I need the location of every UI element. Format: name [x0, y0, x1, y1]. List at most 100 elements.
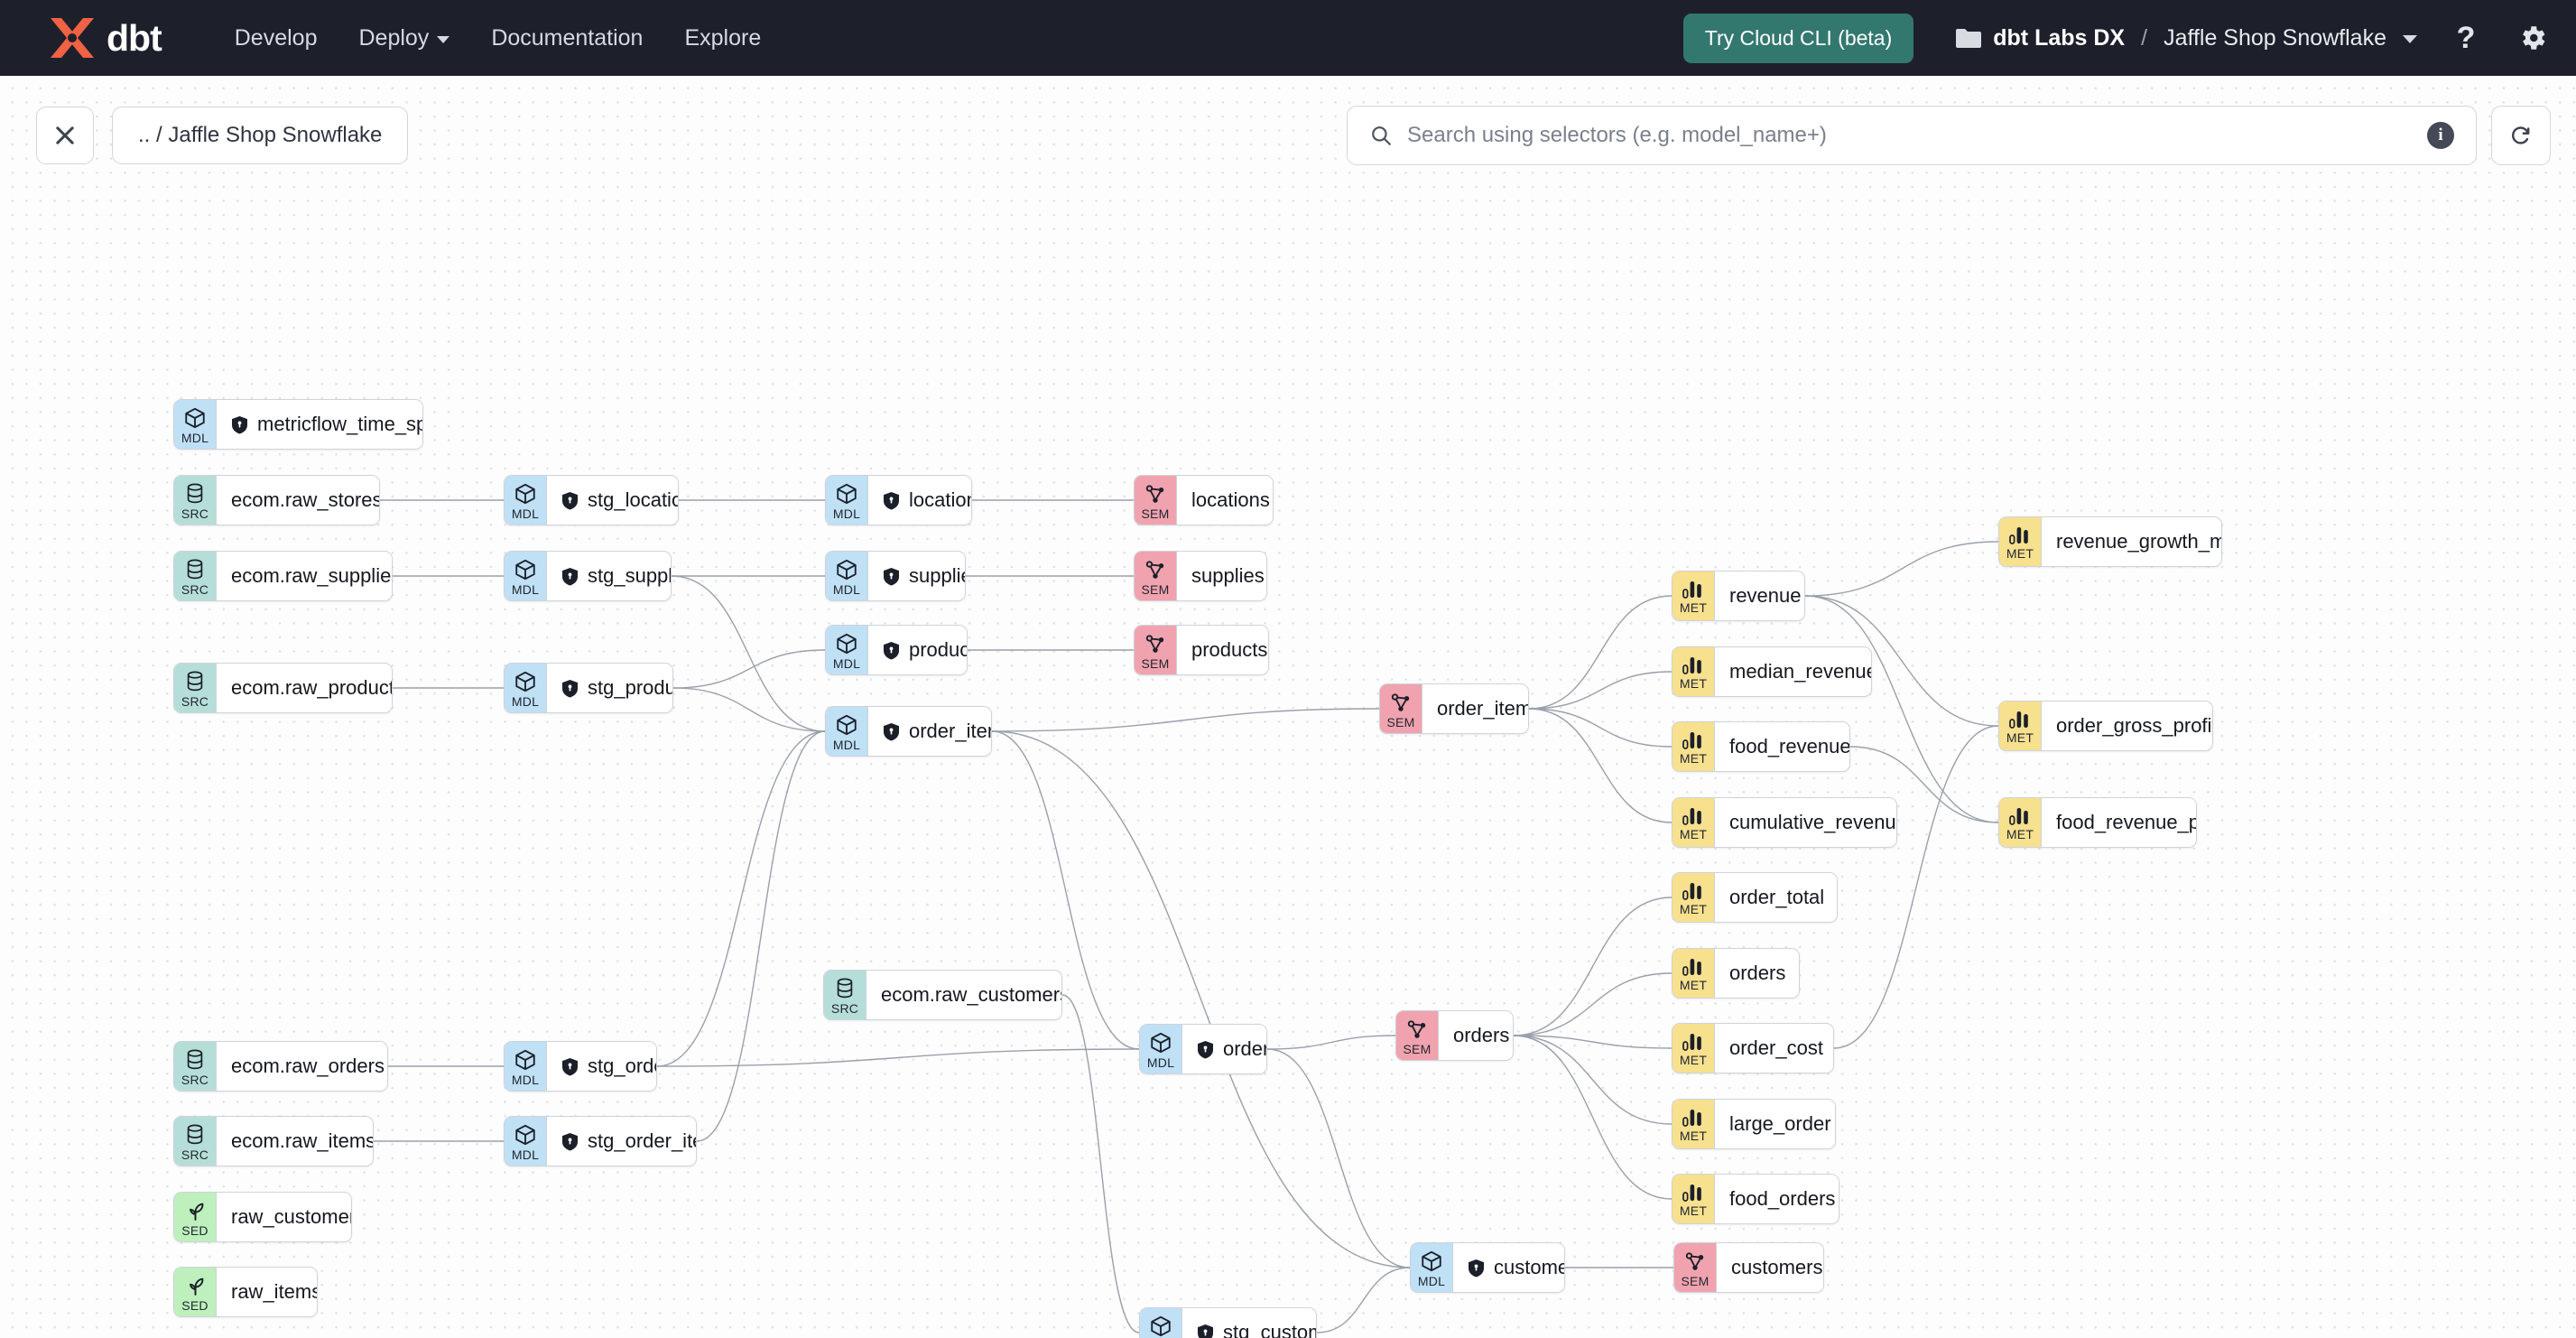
node-body: customers	[1452, 1243, 1564, 1292]
node-body: cumulative_revenue	[1714, 798, 1896, 847]
search-input[interactable]	[1407, 123, 2413, 148]
graph-node-sem_customers[interactable]: SEM customers	[1673, 1242, 1824, 1293]
share-nodes-icon	[1391, 693, 1410, 711]
info-icon[interactable]: i	[2427, 122, 2454, 149]
cube-icon	[837, 559, 857, 581]
graph-node-supplies[interactable]: MDL supplies	[825, 551, 966, 601]
graph-node-met_order_total[interactable]: MET order_total	[1672, 872, 1838, 923]
node-label: customers	[1494, 1256, 1564, 1278]
refresh-button[interactable]	[2491, 106, 2551, 165]
node-type-badge-mdl: MDL	[826, 626, 867, 674]
graph-node-sem_supplies[interactable]: SEM supplies	[1134, 551, 1267, 601]
node-type-badge-src: SRC	[174, 476, 216, 525]
node-body: ecom.raw_stores	[216, 476, 379, 525]
graph-node-met_food_revenue[interactable]: MET food_revenue	[1672, 721, 1850, 772]
try-cloud-cli-button[interactable]: Try Cloud CLI (beta)	[1682, 13, 1914, 63]
graph-node-ecom_raw_items[interactable]: SRC ecom.raw_items	[173, 1116, 374, 1166]
graph-node-met_cumulative_revenue[interactable]: MET cumulative_revenue	[1672, 797, 1897, 848]
node-label: food_revenue	[1729, 735, 1850, 757]
breadcrumb-account[interactable]: dbt Labs DX	[1993, 24, 2126, 51]
search-box[interactable]: i	[1347, 106, 2477, 165]
node-body: ecom.raw_products	[216, 664, 392, 712]
graph-node-order_items[interactable]: MDL order_items	[825, 706, 992, 757]
graph-node-stg_supplies[interactable]: MDL stg_supplies	[504, 551, 672, 601]
graph-node-raw_items[interactable]: SED raw_items	[173, 1267, 318, 1317]
node-label: ecom.raw_supplies	[231, 564, 393, 587]
graph-node-ecom_raw_supplies[interactable]: SRC ecom.raw_supplies	[173, 551, 393, 601]
graph-node-ecom_raw_products[interactable]: SRC ecom.raw_products	[173, 663, 393, 713]
graph-node-met_food_orders[interactable]: MET food_orders	[1672, 1174, 1839, 1224]
graph-edge	[1804, 541, 1999, 597]
graph-node-ecom_raw_stores[interactable]: SRC ecom.raw_stores	[173, 475, 380, 525]
graph-node-met_large_order[interactable]: MET large_order	[1672, 1099, 1836, 1149]
node-type-label: SEM	[1386, 715, 1415, 729]
node-type-label: MET	[1679, 902, 1708, 916]
settings-button[interactable]	[2515, 20, 2551, 56]
node-body: food_orders	[1714, 1175, 1839, 1223]
node-type-badge-sem: SEM	[1380, 684, 1422, 733]
node-body: raw_items	[216, 1268, 317, 1316]
help-button[interactable]: ?	[2448, 20, 2484, 56]
graph-edge	[1513, 1035, 1673, 1125]
info-icon-glyph: i	[2438, 125, 2443, 144]
graph-node-metricflow_time_spine[interactable]: MDL metricflow_time_spine	[173, 399, 423, 450]
graph-node-sem_orders[interactable]: SEM orders	[1395, 1010, 1514, 1061]
graph-node-sem_products[interactable]: SEM products	[1134, 625, 1269, 675]
graph-node-sem_locations[interactable]: SEM locations	[1134, 475, 1274, 525]
graph-edge	[696, 730, 826, 1142]
graph-node-stg_customers[interactable]: MDL stg_customers	[1139, 1307, 1317, 1338]
node-label: supplies	[909, 564, 965, 587]
node-type-badge-mdl: MDL	[1411, 1243, 1452, 1292]
graph-node-customers_mdl[interactable]: MDL customers	[1410, 1242, 1565, 1293]
graph-node-locations[interactable]: MDL locations	[825, 475, 972, 525]
nav-link-deploy[interactable]: Deploy	[338, 0, 470, 76]
node-type-badge-met: MET	[1673, 1100, 1714, 1148]
close-button[interactable]	[36, 107, 94, 164]
nav-link-explore[interactable]: Explore	[663, 0, 782, 76]
graph-node-stg_locations[interactable]: MDL stg_locations	[504, 475, 679, 525]
graph-node-met_orders[interactable]: MET orders	[1672, 948, 1800, 999]
node-label: order_item	[1437, 697, 1529, 720]
node-label: ecom.raw_items	[231, 1129, 374, 1152]
node-type-badge-met: MET	[1999, 517, 2041, 566]
graph-node-ecom_raw_orders[interactable]: SRC ecom.raw_orders	[173, 1041, 388, 1092]
graph-node-met_order_cost[interactable]: MET order_cost	[1672, 1023, 1834, 1073]
lineage-graph-canvas[interactable]: .. / Jaffle Shop Snowflake i	[0, 76, 2576, 1338]
dbt-brand-logo[interactable]: dbt	[25, 14, 162, 61]
node-type-badge-mdl: MDL	[1140, 1308, 1181, 1338]
breadcrumb-project-chip[interactable]: .. / Jaffle Shop Snowflake	[112, 107, 409, 164]
chevron-down-icon[interactable]	[2403, 35, 2417, 43]
graph-node-ecom_raw_customers[interactable]: SRC ecom.raw_customers	[823, 970, 1062, 1020]
node-type-label: MDL	[1146, 1055, 1175, 1070]
node-label: stg_order_items	[588, 1129, 696, 1152]
graph-node-raw_customers[interactable]: SED raw_customers	[173, 1192, 352, 1242]
node-label: ecom.raw_orders	[231, 1055, 385, 1077]
graph-node-met_revenue_growth_mom[interactable]: MET revenue_growth_mom	[1998, 516, 2222, 567]
breadcrumb-project-chip-label: .. / Jaffle Shop Snowflake	[138, 123, 383, 147]
node-type-badge-mdl: MDL	[505, 1117, 546, 1166]
database-icon	[187, 671, 203, 692]
question-mark-icon: ?	[2456, 21, 2476, 55]
nav-link-develop[interactable]: Develop	[214, 0, 338, 76]
node-label: orders	[1223, 1037, 1266, 1060]
cube-icon	[837, 633, 857, 655]
nav-link-documentation[interactable]: Documentation	[470, 0, 663, 76]
graph-edge	[672, 649, 826, 689]
graph-node-stg_orders[interactable]: MDL stg_orders	[504, 1041, 657, 1092]
graph-node-met_food_revenue_pct[interactable]: MET food_revenue_pct	[1998, 797, 2197, 848]
node-body: locations	[867, 476, 971, 525]
node-label: revenue	[1729, 584, 1802, 607]
graph-edge	[1804, 595, 1999, 823]
seedling-icon	[189, 1203, 203, 1221]
graph-node-stg_order_items[interactable]: MDL stg_order_items	[504, 1116, 697, 1166]
node-type-badge-mdl: MDL	[826, 707, 867, 756]
graph-node-met_median_revenue[interactable]: MET median_revenue	[1672, 646, 1872, 697]
graph-node-products[interactable]: MDL products	[825, 625, 968, 675]
graph-node-met_order_gross_profit[interactable]: MET order_gross_profit	[1998, 701, 2213, 751]
share-nodes-icon	[1407, 1020, 1426, 1038]
graph-node-met_revenue[interactable]: MET revenue	[1672, 571, 1805, 621]
graph-node-stg_products[interactable]: MDL stg_products	[504, 663, 673, 713]
breadcrumb-project[interactable]: Jaffle Shop Snowflake	[2164, 24, 2386, 51]
graph-node-orders_mdl[interactable]: MDL orders	[1139, 1024, 1267, 1074]
graph-node-sem_order_item[interactable]: SEM order_item	[1379, 683, 1529, 734]
